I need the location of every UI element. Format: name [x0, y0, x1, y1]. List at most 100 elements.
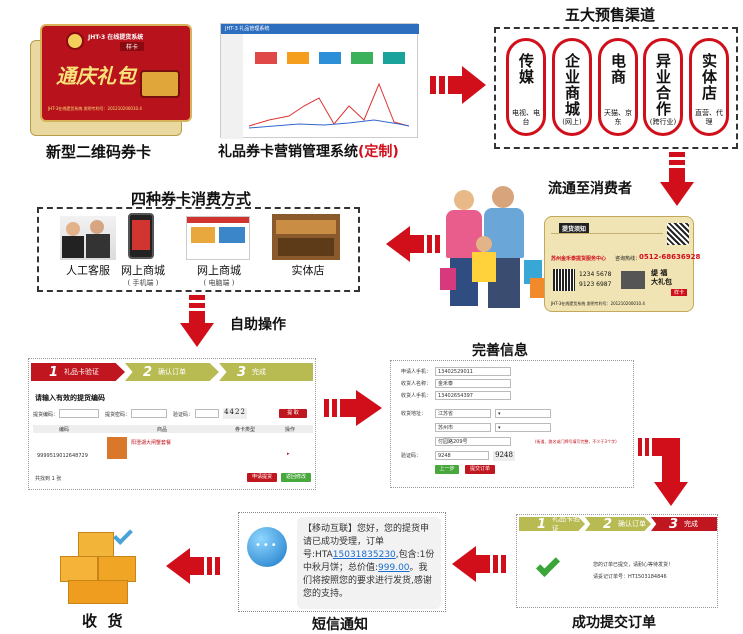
form2-input[interactable]: 苏州市 [435, 423, 491, 432]
submit-order-button[interactable]: 提交订单 [465, 465, 495, 474]
mobile-phone-icon [128, 213, 154, 259]
card-brand: JHT-3 在线提货系统 [88, 34, 144, 41]
caption-system-main: 礼品券卡营销管理系统 [218, 144, 358, 160]
channel-sub: 电视、电台 [512, 109, 540, 126]
col-code: 编码 [59, 427, 70, 433]
tile-blue [319, 52, 341, 64]
consume-method-2: 网上商城( 手机端 ) [118, 264, 168, 290]
prev-step-button[interactable]: 上一步 [435, 465, 459, 474]
card-number: 1234 5678 [579, 271, 612, 278]
headset-icon [66, 222, 80, 236]
sms-bubble-icon: ••• [247, 527, 287, 567]
pc-shop-screenshot [186, 216, 250, 260]
form2-input[interactable]: 江苏省 [435, 409, 491, 418]
result-count: 共找到 1 张 [35, 476, 62, 482]
captcha-input[interactable] [195, 409, 219, 418]
consume-method-3: 网上商城( 电脑端 ) [184, 264, 254, 290]
card-logo-icon [66, 32, 84, 50]
form2-input[interactable]: 金禾泰 [435, 379, 511, 388]
col-action: 操作 [285, 427, 296, 433]
channel-4: 异业合作(跨行业) [643, 38, 683, 136]
card-back-footer: JHT-3在线提货系统 发明专利号：201210200010.4 [551, 301, 645, 306]
sms-order-link[interactable]: 15031835230 [332, 550, 396, 560]
form2-input[interactable]: 9248 [435, 451, 489, 460]
tile-green [351, 52, 373, 64]
caption-success: 成功提交订单 [572, 615, 656, 631]
consume-method-label: 人工客服 [66, 264, 110, 277]
channel-3: 电商天猫、京东 [598, 38, 638, 136]
management-system-screenshot: JHT-3 礼品管理系统 [220, 23, 419, 139]
sms-text1: 您好，您的提货申请已成功受理，订单号 [303, 524, 430, 560]
captcha-image: 4422 [223, 408, 247, 419]
sms-screenshot: ••• 【移动互联】您好，您的提货申请已成功受理，订单号:HTA15031835… [238, 512, 446, 612]
scratch-area [621, 271, 645, 289]
success-msg2: 请妥记订单号：HT1503184846 [593, 574, 667, 580]
form2-select[interactable]: ▾ [495, 409, 551, 418]
consume-method-sub: ( 手机端 ) [127, 279, 159, 287]
form2-select[interactable]: ▾ [495, 423, 551, 432]
caption-system: 礼品券卡营销管理系统(定制) [218, 141, 399, 161]
tile-orange [287, 52, 309, 64]
back-button[interactable]: 返回修改 [281, 473, 311, 482]
sms-order-prefix: :HTA [312, 550, 333, 560]
apply-button[interactable]: 申请提货 [247, 473, 277, 482]
extract-button[interactable]: 提 取 [279, 409, 307, 418]
address-hint: (街道、路名或门牌号填写完整，不少于3个字) [535, 439, 617, 444]
form2-input[interactable]: 付园路209号 [435, 437, 511, 446]
code-input[interactable] [59, 409, 99, 418]
arrow-down-icon [180, 295, 214, 347]
form1-title: 请输入有效的提货编码 [35, 394, 105, 402]
tile-teal [383, 52, 405, 64]
caption-complete-info: 完善信息 [472, 343, 528, 359]
sms-text2: ,包含:1份 [395, 550, 435, 560]
qr-code-icon [667, 223, 689, 245]
card-password: 9123 6987 [579, 281, 612, 288]
sms-tag: 【移动互联】 [303, 524, 358, 534]
arrow-down-icon [660, 152, 694, 206]
checkmark-icon [113, 525, 133, 545]
row-code: 9999519012648729 [37, 453, 88, 459]
channel-sub: (跨行业) [649, 118, 677, 126]
sms-text4: 。我们将按照您的要求进行发货,感谢您的支持。 [303, 563, 432, 599]
col-type: 券卡类型 [235, 427, 256, 433]
channels-box [494, 27, 738, 149]
channel-name: 实体店 [700, 53, 718, 101]
product-thumb [107, 437, 127, 459]
form2-input[interactable]: 13402529011 [435, 367, 511, 376]
form2-label: 收货人名称： [401, 381, 432, 387]
consume-method-sub: ( 电脑端 ) [203, 279, 235, 287]
hotline: 0512-68636928 [639, 253, 701, 261]
sales-line-chart [248, 82, 410, 129]
channel-name: 传媒 [517, 53, 535, 85]
shopping-bag-icon [440, 268, 456, 290]
store-photo [272, 214, 340, 260]
card-back-tag: 样卡 [671, 289, 688, 296]
card-tag: 样卡 [120, 42, 145, 51]
pwd-input[interactable] [131, 409, 167, 418]
row-action[interactable]: ▸ [287, 451, 290, 457]
form2-input[interactable]: 13402654397 [435, 391, 511, 400]
row-product-name: 阳澄湖大闸蟹套餐 [131, 440, 172, 446]
pwd-label: 提货密码： [105, 412, 131, 418]
channel-sub: 天猫、京东 [604, 109, 632, 126]
success-check-icon [535, 552, 561, 578]
channel-1: 传媒电视、电台 [506, 38, 546, 136]
form2-label: 申请人手机： [401, 369, 432, 375]
consume-box [37, 207, 360, 292]
card-gift-text: 通庆礼包 [56, 64, 136, 88]
arrow-turn-down-icon [638, 438, 688, 506]
channel-name: 异业合作 [654, 53, 672, 117]
headset-icon [90, 220, 104, 234]
captcha-label: 验证码： [173, 412, 194, 418]
arrow-right-icon [430, 66, 486, 104]
form2-label: 收货地址： [401, 411, 427, 417]
tile-red [255, 52, 277, 64]
channel-5: 实体店直营、代理 [689, 38, 729, 136]
hotline-label: 咨询热线： [615, 256, 641, 262]
sms-price[interactable]: 999.00 [378, 563, 410, 573]
shopping-bag-icon [530, 278, 546, 298]
